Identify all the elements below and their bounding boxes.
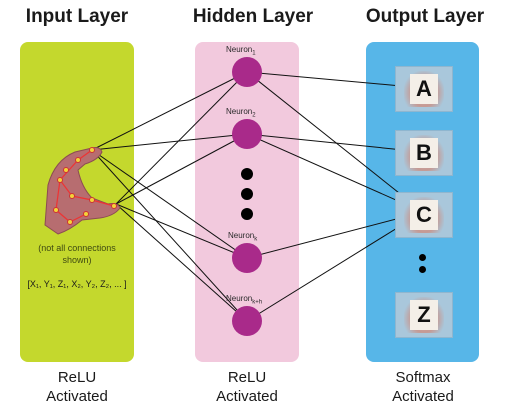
- output-ellipsis-dot-2: [419, 266, 426, 273]
- input-activation-line2: Activated: [46, 388, 108, 405]
- input-layer-title: Input Layer: [25, 6, 129, 27]
- output-letter-a: A: [410, 74, 438, 104]
- neuron-2-text: Neuron: [226, 107, 253, 116]
- neuron-2-label: Neuron2: [226, 107, 256, 119]
- output-layer-title: Output Layer: [365, 6, 485, 27]
- output-letter-b: B: [410, 138, 438, 168]
- output-activation-line2: Activated: [392, 388, 454, 405]
- ellipsis-dot-3: [241, 208, 253, 220]
- output-tile-c: C: [395, 192, 453, 238]
- neuron-1: [232, 57, 262, 87]
- input-activation-line1: ReLU: [57, 369, 97, 386]
- output-activation-label: Softmax Activated: [358, 368, 488, 406]
- neuron-k: [232, 243, 262, 273]
- hidden-activation-line1: ReLU: [227, 369, 267, 386]
- ellipsis-dot-1: [241, 168, 253, 180]
- connections-note: (not all connections shown): [22, 242, 132, 266]
- neuron-2-subscript: 2: [252, 112, 256, 119]
- neuron-k-plus-h-subscript: k+h: [252, 299, 263, 306]
- neuron-k-subscript: k: [254, 236, 258, 243]
- neuron-k-text: Neuron: [228, 231, 255, 240]
- neuron-k-label: Neuronk: [228, 231, 257, 243]
- input-activation-label: ReLU Activated: [12, 368, 142, 406]
- hidden-layer-title: Hidden Layer: [192, 6, 314, 27]
- neuron-k-plus-h-text: Neuron: [226, 294, 253, 303]
- neuron-1-label: Neuron1: [226, 45, 256, 57]
- output-tile-a: A: [395, 66, 453, 112]
- output-letter-z: Z: [410, 300, 438, 330]
- output-tile-b: B: [395, 130, 453, 176]
- output-tile-z: Z: [395, 292, 453, 338]
- connections-note-line1: (not all connections: [38, 243, 116, 253]
- ellipsis-dot-2: [241, 188, 253, 200]
- input-vector-label: [X₁, Y₁, Z₁, X₂, Y₂, Z₂, ... ]: [27, 279, 127, 289]
- connections-note-line2: shown): [62, 255, 92, 265]
- neuron-k-plus-h-label: Neuronk+h: [226, 294, 262, 306]
- neuron-k-plus-h: [232, 306, 262, 336]
- output-activation-line1: Softmax: [395, 369, 451, 386]
- hidden-activation-label: ReLU Activated: [182, 368, 312, 406]
- output-ellipsis-dot-1: [419, 254, 426, 261]
- neuron-1-subscript: 1: [252, 50, 256, 57]
- output-letter-c: C: [410, 200, 438, 230]
- neuron-2: [232, 119, 262, 149]
- neuron-1-text: Neuron: [226, 45, 253, 54]
- hand-skeleton-image: [44, 147, 121, 235]
- hidden-activation-line2: Activated: [216, 388, 278, 405]
